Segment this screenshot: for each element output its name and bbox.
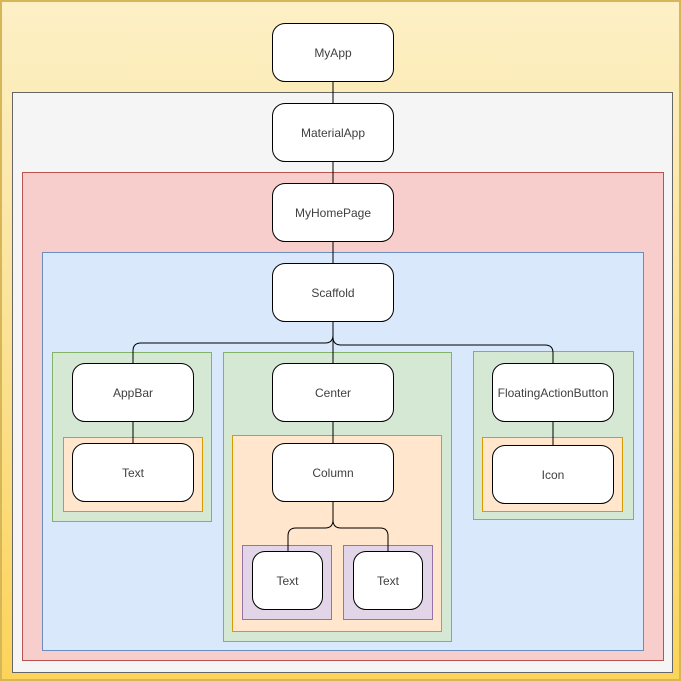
- node-icon-label: Icon: [541, 467, 565, 482]
- node-myhomepage-label: MyHomePage: [294, 205, 372, 220]
- node-myapp-label: MyApp: [314, 45, 352, 60]
- node-appbar-text: Text: [72, 443, 194, 502]
- node-column-text-1-label: Text: [276, 573, 299, 588]
- node-scaffold-label: Scaffold: [311, 285, 355, 300]
- node-center-label: Center: [314, 385, 352, 400]
- node-myhomepage: MyHomePage: [272, 183, 394, 242]
- node-appbar-label: AppBar: [112, 385, 154, 400]
- node-materialapp: MaterialApp: [272, 103, 394, 162]
- node-scaffold: Scaffold: [272, 263, 394, 322]
- node-center: Center: [272, 363, 394, 422]
- node-appbar: AppBar: [72, 363, 194, 422]
- node-column: Column: [272, 443, 394, 502]
- node-floatingactionbutton-label: FloatingActionButton: [497, 385, 609, 400]
- node-column-text-2-label: Text: [376, 573, 399, 588]
- node-materialapp-label: MaterialApp: [300, 125, 366, 140]
- node-column-text-2: Text: [353, 551, 423, 610]
- node-floatingactionbutton: FloatingActionButton: [492, 363, 614, 422]
- node-icon: Icon: [492, 445, 614, 504]
- node-column-text-1: Text: [252, 551, 323, 610]
- node-column-label: Column: [312, 465, 354, 480]
- node-myapp: MyApp: [272, 23, 394, 82]
- node-appbar-text-label: Text: [121, 465, 144, 480]
